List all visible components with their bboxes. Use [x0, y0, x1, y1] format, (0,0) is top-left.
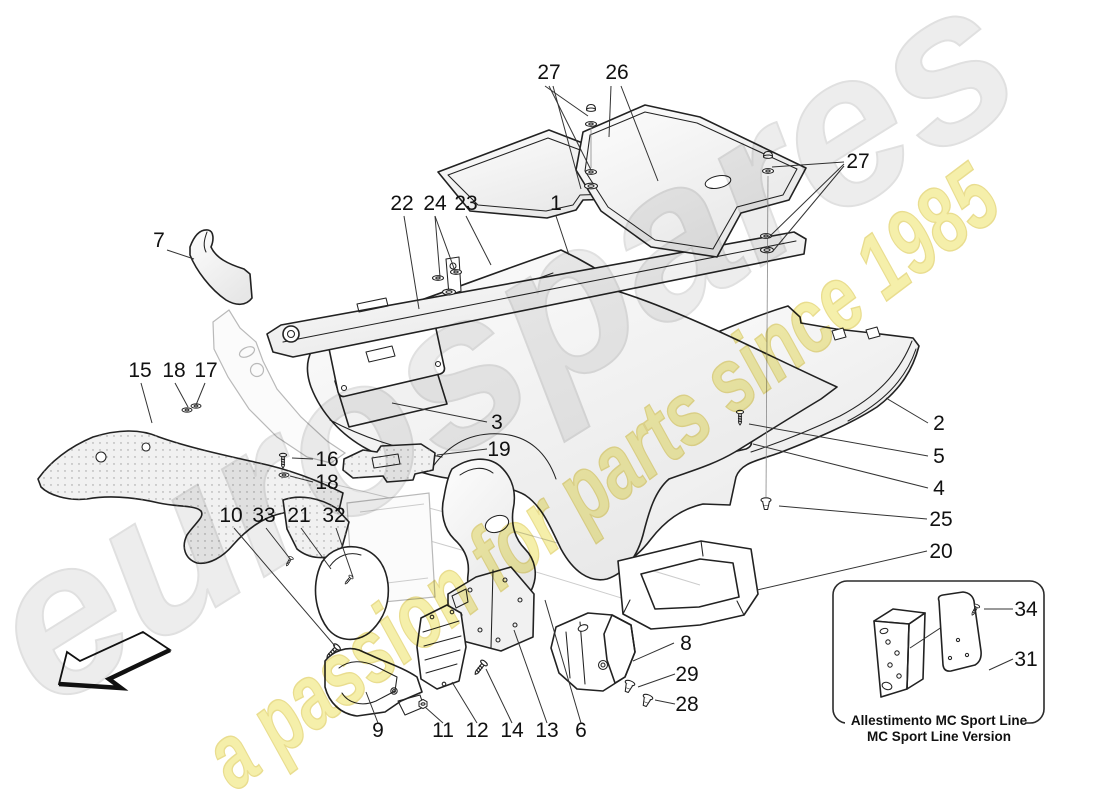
leader-line-3 [391, 402, 488, 423]
leader-line-27-right [771, 161, 845, 168]
leader-line-1 [555, 215, 570, 256]
mud-flap-21 [283, 546, 390, 662]
l-bracket-9 [324, 647, 428, 717]
part-callout-7: 7 [153, 229, 165, 252]
part-callout-15: 15 [128, 359, 151, 382]
leader-line-27-top [548, 85, 592, 171]
leader-line-27-right [767, 163, 845, 239]
leader-line-2 [885, 397, 929, 424]
part-callout-23: 23 [454, 192, 477, 215]
leader-line-18-a [174, 382, 189, 408]
part-callout-3: 3 [491, 411, 503, 434]
floor-mat-rear [575, 104, 807, 258]
inset-box: Allestimento MC Sport Line MC Sport Line… [832, 580, 1045, 744]
sound-deadening-plate-19 [342, 443, 436, 483]
leader-line-8 [632, 642, 675, 662]
leader-line-28 [654, 699, 676, 705]
leader-line-24 [434, 215, 456, 272]
part-callout-29: 29 [675, 663, 698, 686]
leader-line-17 [195, 382, 206, 406]
leader-line-27-right [772, 165, 845, 252]
ribbed-plate-12 [416, 604, 489, 690]
part-callout-27-top: 27 [537, 61, 560, 84]
part-callout-21: 21 [287, 504, 310, 527]
part-callout-32: 32 [322, 504, 345, 527]
leader-line-16 [291, 457, 314, 460]
leader-line-27-top [552, 85, 582, 190]
leader-line-23 [465, 215, 492, 266]
part-callout-2: 2 [933, 412, 945, 435]
leader-line-9 [365, 691, 379, 724]
leader-line-5 [748, 423, 929, 457]
part-callout-1: 1 [550, 192, 562, 215]
clip-25 [760, 497, 772, 511]
part-callout-17: 17 [194, 359, 217, 382]
part-callout-16: 16 [315, 448, 338, 471]
leader-line-20 [756, 550, 928, 591]
leader-line-7 [166, 249, 195, 260]
leader-line-4 [752, 443, 929, 489]
leader-line-24 [434, 215, 441, 278]
part-callout-33: 33 [252, 504, 275, 527]
part-callout-18-a: 18 [162, 359, 185, 382]
caption-backing [845, 713, 1025, 726]
leader-line-27-top [544, 85, 589, 117]
part-callout-34: 34 [1014, 598, 1038, 621]
leader-line-22 [403, 215, 420, 310]
part-callout-26: 26 [605, 61, 628, 84]
inset-plate-31 [937, 591, 982, 672]
leader-line-19 [436, 448, 488, 456]
leader-line-10 [233, 527, 336, 647]
leader-line-29 [637, 673, 676, 688]
part-callout-12: 12 [465, 719, 488, 742]
part-callout-24: 24 [423, 192, 447, 215]
part-callout-10: 10 [219, 504, 242, 527]
part-callout-18-b: 18 [315, 471, 338, 494]
inset-caption-line2: MC Sport Line Version [867, 729, 1011, 744]
part-callout-13: 13 [535, 719, 558, 742]
part-callout-14: 14 [500, 719, 524, 742]
leader-line-32 [335, 527, 354, 578]
leader-line-12 [451, 681, 478, 724]
leader-line-6 [544, 599, 582, 724]
part-callout-31: 31 [1014, 648, 1037, 671]
part-callout-5: 5 [933, 445, 945, 468]
part-callout-6: 6 [575, 719, 587, 742]
trim-cover-7 [189, 229, 253, 306]
part-callout-22: 22 [390, 192, 413, 215]
part-callout-28: 28 [675, 693, 698, 716]
leader-line-25 [778, 505, 928, 520]
side-bracket-8 [550, 612, 654, 709]
leader-line-21 [300, 527, 332, 570]
part-callout-27-right: 27 [846, 150, 869, 173]
part-callout-8: 8 [680, 632, 692, 655]
part-callout-25: 25 [929, 508, 952, 531]
leader-line-13 [513, 629, 548, 724]
part-callout-20: 20 [929, 540, 952, 563]
part-callout-19: 19 [487, 438, 510, 461]
seat-frame-20 [617, 540, 759, 630]
mat-retainer-fasteners [583, 103, 775, 498]
leader-line-14 [485, 668, 513, 724]
part-callout-9: 9 [372, 719, 384, 742]
leader-line-26 [620, 85, 659, 182]
inset-bracket [873, 608, 952, 698]
leader-line-26 [608, 85, 612, 138]
sill-trim-strip [266, 231, 807, 358]
part-callout-4: 4 [933, 477, 945, 500]
leader-line-11 [424, 706, 444, 724]
insulation-strip-15 [37, 403, 350, 565]
direction-arrow [57, 630, 172, 691]
leader-line-33 [265, 527, 292, 561]
leader-line-15 [140, 382, 153, 424]
leader-line-18-b [289, 475, 314, 483]
part-callout-11: 11 [432, 719, 454, 742]
inset-caption-line1: Allestimento MC Sport Line [851, 713, 1028, 728]
leader-line-31 [988, 658, 1014, 671]
